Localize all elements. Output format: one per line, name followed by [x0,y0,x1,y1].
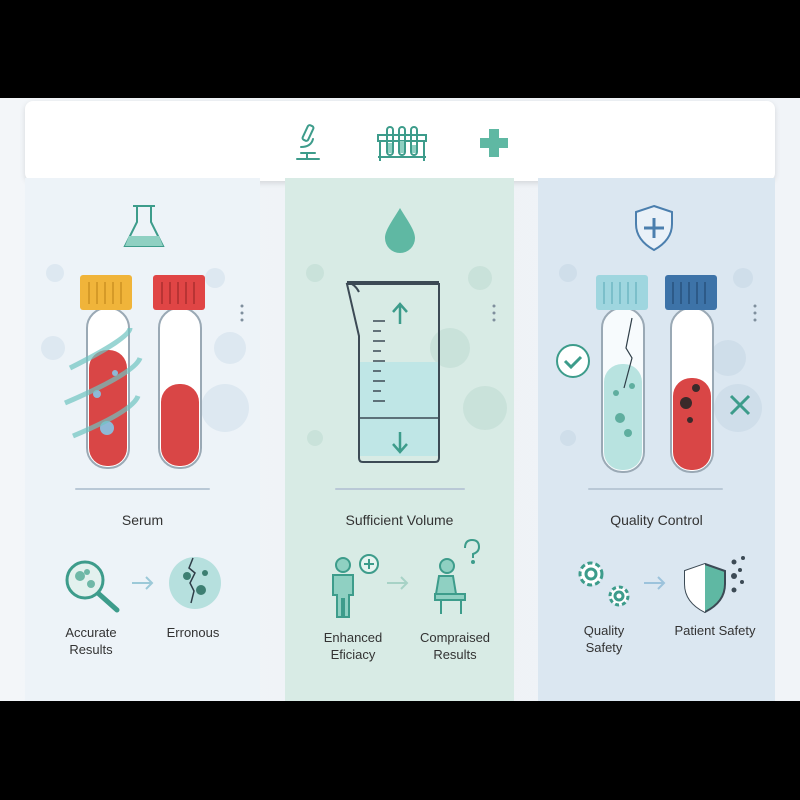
shield-icon [684,556,745,614]
droplet-icon [385,208,415,253]
cracked-cell-icon [169,557,221,609]
column-quality-control: Quality Control Quality Safety Patient S… [538,178,775,701]
magnifier-icon [65,560,120,613]
more-icon[interactable] [240,304,244,322]
label-patient-safety: Patient Safety [674,623,756,638]
label-quality-safety: Quality Safety [583,623,625,655]
beaker-icon [345,281,440,463]
column-sufficient-volume: Sufficient Volume Enhanced Eficiacy Comp… [285,178,514,701]
serum-tube-yellow [64,275,143,469]
medical-cross-icon [480,129,508,157]
test-tube-rack-icon [377,126,427,161]
column-title: Serum [121,512,164,528]
more-icon[interactable] [492,304,496,322]
more-icon[interactable] [753,304,757,322]
flask-icon [123,205,165,247]
column-title: Quality Control [610,512,703,528]
label-accurate-results: Accurate Results [65,625,117,657]
label-enhanced-eficiacy: Enhanced Eficiacy [323,630,383,662]
divider [335,488,465,490]
person-plus-icon [332,554,379,618]
header-bar [25,101,775,181]
qc-tube-blue [665,275,717,473]
column-title: Sufficient Volume [345,512,454,528]
shield-plus-icon [635,204,673,252]
person-question-icon [434,538,481,614]
column-serum: Serum Accurate Results Erronous [25,178,260,701]
divider [588,488,723,490]
microscope-icon [296,124,320,160]
divider [75,488,210,490]
x-icon [729,394,751,416]
qc-tube-cyan [596,275,648,473]
gears-icon [578,561,630,607]
infographic: Serum Accurate Results Erronous [0,98,800,701]
label-compraised-results: Compraised Results [419,630,491,662]
serum-tube-red [153,275,205,469]
check-icon [556,344,590,378]
label-erronous: Erronous [166,625,220,640]
